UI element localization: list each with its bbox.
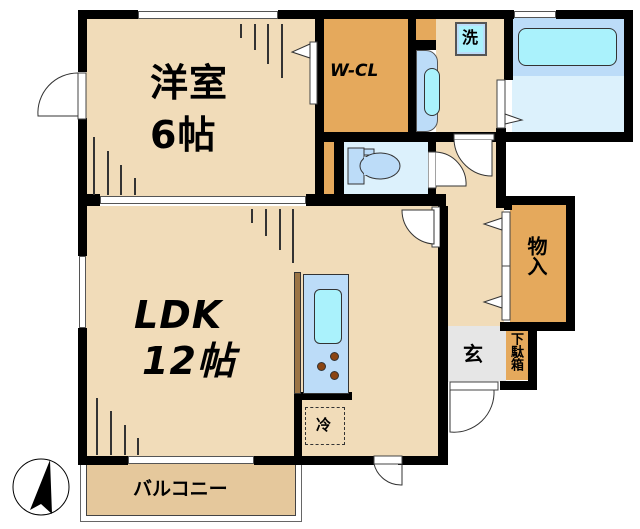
western-room-size: 6帖 [150,113,217,157]
hanger-line [279,209,281,250]
wall-wcl-bottom [315,132,515,142]
bathtub [518,28,617,66]
wall-top-mid [278,10,504,19]
wall-storage-left-top [504,196,512,210]
kitchen-sink [314,289,342,344]
wall-room-divider [78,194,100,206]
wall-left-lower [78,328,87,464]
hanger-line [93,137,95,195]
wall-kitchen-counter-base [294,392,352,400]
walk-in-closet [324,18,410,132]
wcl-label: W-CL [330,61,379,81]
wall-bath-left-top [504,10,513,80]
hanger-line [107,151,109,195]
window-western-top[interactable] [138,11,278,19]
door-entrance[interactable] [448,380,504,434]
door-ldk[interactable] [400,206,440,250]
window-balcony-door[interactable] [128,456,254,464]
door-storage[interactable] [478,210,512,322]
hanger-line [110,411,112,455]
washbasin [424,68,440,116]
hanger-line [120,165,122,195]
hanger-line [251,209,253,223]
stove-burner-3 [330,371,339,380]
door-washroom[interactable] [452,132,498,178]
north-arrow-icon [12,458,70,516]
hanger-line [124,425,126,455]
wall-bath-bottom [496,132,633,142]
wall-storage-bottom [500,322,575,331]
wall-left-upper [78,10,87,72]
wall-bottom-mid [254,456,374,465]
hanger-line [254,24,256,50]
storage-label: 物入 [524,236,548,276]
window-bath[interactable] [514,11,556,18]
hanger-line [137,438,139,455]
wall-room-divider-right [306,194,446,206]
hanger-line [265,209,267,236]
wall-small-closet [408,40,436,50]
wall-ldk-right [438,236,448,462]
door-western-exterior[interactable] [36,70,88,122]
wall-bath-left-bottom [496,128,506,208]
wall-shoebox-right [528,322,537,390]
door-toilet[interactable] [428,150,470,190]
shoe-box-label: 下駄箱 [508,332,523,371]
wall-ldk-right-upper [438,206,448,236]
hanger-line [96,398,98,455]
ldk-name: LDK [134,293,223,337]
toilet-fixture[interactable] [346,145,406,189]
stove-burner-2 [317,362,326,371]
wall-right-bath [624,10,633,142]
wall-kitchen-divider [294,396,302,462]
hanger-line [281,24,283,78]
western-room-floor [86,18,316,196]
pipe-space [324,142,334,194]
door-western-to-wcl[interactable] [288,40,318,106]
balcony-label: バルコニー [133,478,228,500]
ldk-size: 12帖 [142,339,236,383]
wall-bottom-left [78,456,128,465]
refrigerator-label: 冷 [316,416,332,434]
door-bath[interactable] [496,78,526,130]
entrance-label: 玄 [463,342,483,366]
entrance-floor [448,326,506,382]
shoe-box [506,330,528,380]
refrigerator-space [305,407,345,445]
small-closet-top [416,18,436,40]
wall-toilet-right-lower [428,186,436,206]
wall-storage-right [566,196,575,330]
hanger-line [134,178,136,195]
wall-storage-top [496,196,574,205]
hanger-line [240,24,242,38]
wall-toilet-right [428,142,436,154]
wall-toilet-left [334,142,344,206]
stove-burner-1 [330,352,339,361]
wall-wcl-left [315,10,324,206]
wall-top-bath [556,10,632,19]
hanger-line [292,209,294,263]
washer-label: 洗 [462,28,479,47]
wall-top-left [78,10,138,19]
washer-pan[interactable] [455,22,487,56]
window-western-bottom[interactable] [100,196,306,204]
storage-closet [510,204,566,324]
wall-wcl-right [408,10,416,132]
wall-bottom-right [398,456,448,465]
wall-left-mid [78,118,87,256]
window-ldk-left[interactable] [79,256,86,328]
door-ldk-exterior[interactable] [372,455,406,487]
ldk-floor [86,206,438,456]
hanger-line [267,24,269,64]
western-room-name: 洋室 [150,61,229,105]
wall-shoebox-bottom [500,381,537,390]
kitchen-backsplash [294,272,301,394]
